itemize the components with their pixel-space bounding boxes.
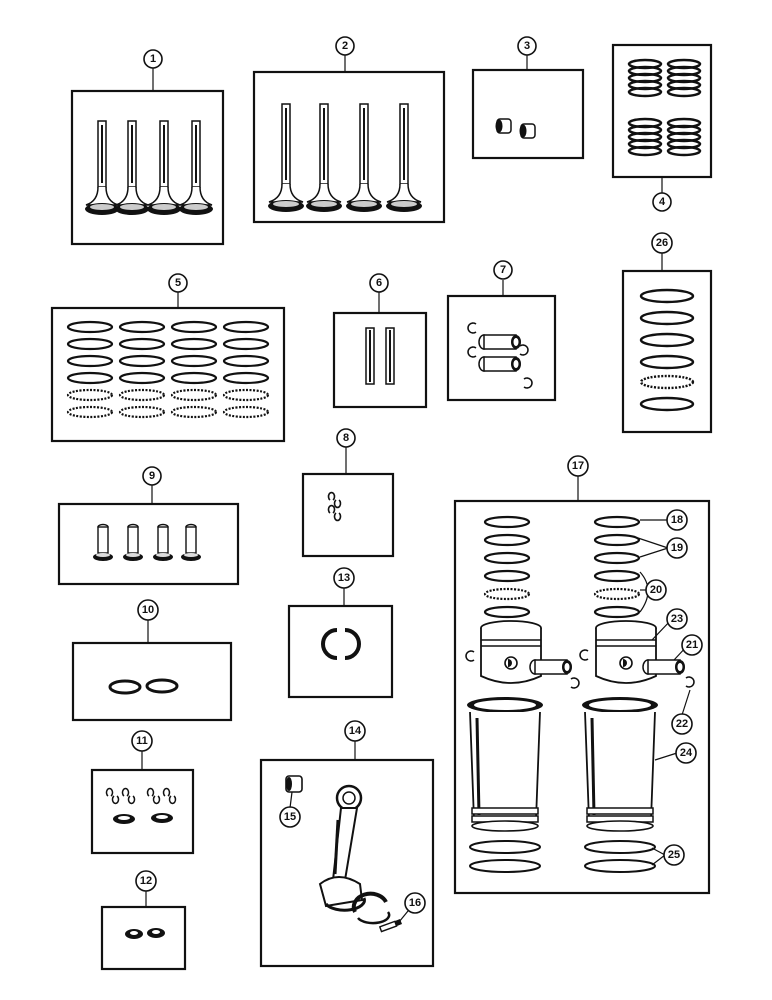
box-retainer-pair [100, 905, 187, 971]
callout-7: 7 [493, 260, 513, 280]
callout-4-label: 4 [659, 196, 666, 208]
callout-15: 15 [279, 806, 301, 828]
callout-16: 16 [404, 892, 426, 914]
box-retainers [90, 768, 195, 855]
callout-12-label: 12 [140, 875, 152, 887]
callout-9: 9 [142, 466, 162, 486]
callout-5: 5 [168, 273, 188, 293]
callout-17: 17 [567, 455, 589, 477]
callout-4: 4 [652, 192, 672, 212]
liner-right [582, 697, 658, 832]
callout-12: 12 [135, 870, 157, 892]
box-seat-inserts [471, 68, 585, 160]
callout-23-label: 23 [671, 613, 683, 625]
callout-20-label: 20 [650, 584, 662, 596]
callout-16-label: 16 [409, 897, 421, 909]
callout-3: 3 [517, 36, 537, 56]
callout-11-label: 11 [136, 735, 148, 747]
callout-13: 13 [333, 567, 355, 589]
box-valve-guides [57, 502, 240, 586]
callout-6: 6 [369, 273, 389, 293]
callout-14: 14 [344, 720, 366, 742]
callout-20: 20 [645, 579, 667, 601]
callout-8: 8 [336, 428, 356, 448]
callout-2: 2 [335, 36, 355, 56]
callout-17-label: 17 [572, 460, 584, 472]
box-connecting-rod [259, 758, 435, 968]
callout-14-label: 14 [349, 725, 362, 737]
callout-10: 10 [137, 599, 159, 621]
leader-lines [141, 55, 691, 923]
callout-18-label: 18 [671, 514, 683, 526]
callout-10-label: 10 [142, 604, 154, 616]
box-piston-pins [446, 294, 557, 402]
callout-21: 21 [681, 634, 703, 656]
callout-25: 25 [663, 844, 685, 866]
callout-19-label: 19 [671, 542, 683, 554]
callout-2-label: 2 [342, 40, 348, 52]
callout-25-label: 25 [668, 849, 680, 861]
callout-26-label: 26 [656, 237, 668, 249]
callout-5-label: 5 [175, 277, 181, 289]
box-bearing-shells [287, 604, 394, 699]
callout-23: 23 [666, 608, 688, 630]
callout-1-label: 1 [150, 53, 156, 65]
callout-22: 22 [671, 713, 693, 735]
box-valve-springs [611, 43, 713, 179]
connecting-rod [318, 784, 391, 925]
rod-bolt [378, 919, 402, 933]
callout-18: 18 [666, 509, 688, 531]
box-piston-liner-kit [453, 499, 711, 895]
callout-21-label: 21 [686, 639, 698, 651]
box-piston-ring-sets [50, 306, 286, 443]
callout-1: 1 [143, 49, 163, 69]
callout-3-label: 3 [524, 40, 530, 52]
box-valves-set-2 [252, 70, 446, 224]
callout-11: 11 [131, 730, 153, 752]
box-valve-keepers [301, 472, 395, 558]
callout-8-label: 8 [343, 432, 349, 444]
box-push-rods [332, 311, 428, 409]
callout-13-label: 13 [338, 572, 350, 584]
callout-9-label: 9 [149, 470, 155, 482]
piston-right [595, 620, 657, 684]
callout-24: 24 [675, 742, 697, 764]
callout-15-label: 15 [284, 811, 296, 823]
box-washers [71, 641, 233, 722]
callout-7-label: 7 [500, 264, 506, 276]
callout-19: 19 [666, 537, 688, 559]
piston-left [480, 620, 542, 684]
callout-24-label: 24 [680, 747, 693, 759]
callout-6-label: 6 [376, 277, 382, 289]
callout-26: 26 [651, 232, 673, 254]
liner-left [467, 697, 543, 832]
callout-22-label: 22 [676, 718, 688, 730]
box-valves-set-1 [70, 89, 225, 246]
box-ring-set-single [621, 269, 713, 434]
